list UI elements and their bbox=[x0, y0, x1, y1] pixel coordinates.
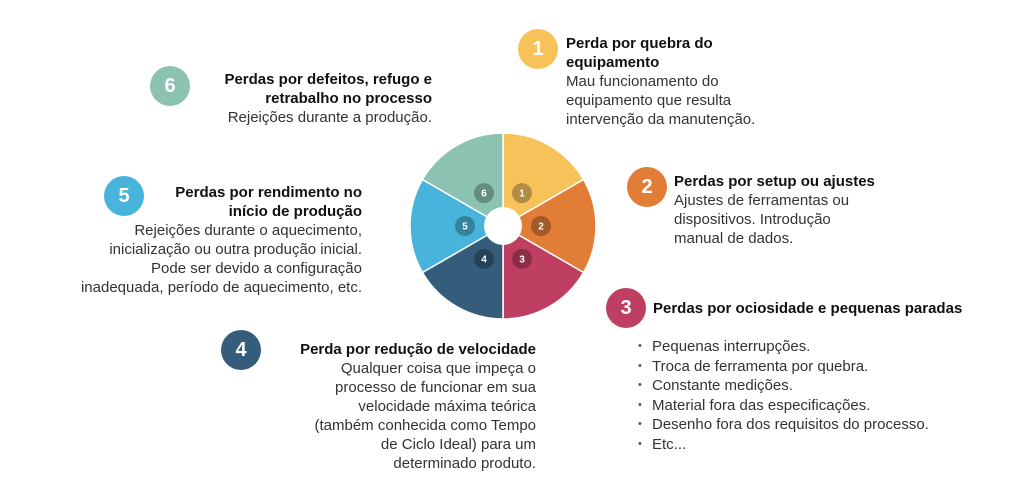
badge-3-number: 3 bbox=[620, 296, 632, 319]
item-3-title: Perdas por ociosidade e pequenas paradas bbox=[653, 300, 963, 317]
badge-1-number: 1 bbox=[532, 37, 544, 60]
item-1-title-line1: Perda por quebra do bbox=[566, 35, 713, 52]
badge-2: 2 bbox=[627, 167, 667, 207]
badge-4: 4 bbox=[221, 330, 261, 370]
item-6-title-line1: Perdas por defeitos, refugo e bbox=[224, 71, 432, 88]
item-1-title-line2: equipamento bbox=[566, 54, 660, 71]
item-3-bullet-list: Pequenas interrupções. Troca de ferramen… bbox=[636, 337, 1006, 454]
wheel-segment-3 bbox=[502, 224, 585, 320]
wheel-segment-6 bbox=[421, 132, 504, 228]
item-3-bullet-5: Desenho fora dos requisitos do processo. bbox=[636, 415, 1006, 435]
badge-5: 5 bbox=[104, 176, 144, 216]
item-6-desc-line1: Rejeições durante a produção. bbox=[227, 109, 432, 126]
item-4-desc-line2: processo de funcionar em sua bbox=[335, 379, 536, 396]
wheel-center-hole bbox=[484, 207, 522, 245]
item-2-title: Perdas por setup ou ajustes bbox=[674, 173, 875, 190]
badge-6: 6 bbox=[150, 66, 190, 106]
item-5-block: Perdas por rendimento no início de produ… bbox=[10, 183, 362, 297]
item-5-desc-line4: inadequada, período de aquecimento, etc. bbox=[80, 279, 362, 296]
wheel-segment-1 bbox=[502, 132, 585, 228]
badge-5-number: 5 bbox=[118, 184, 130, 207]
item-3-bullet-4: Material fora das especificações. bbox=[636, 396, 1006, 416]
wheel-segment-4 bbox=[421, 224, 504, 320]
badge-1: 1 bbox=[518, 29, 558, 69]
item-2-desc-line1: Ajustes de ferramentas ou bbox=[674, 192, 850, 209]
badge-2-number: 2 bbox=[641, 175, 653, 198]
item-5-desc-line1: Rejeições durante o aquecimento, bbox=[134, 222, 362, 239]
item-2-desc-line2: dispositivos. Introdução bbox=[674, 211, 831, 228]
wheel-label-4: 4 bbox=[481, 254, 487, 265]
item-1-desc-line2: equipamento que resulta bbox=[566, 92, 732, 109]
wheel-segment-2 bbox=[501, 178, 597, 274]
item-4-block: Perda por redução de velocidade Qualquer… bbox=[236, 340, 536, 473]
loss-wheel: 1 2 3 4 5 6 bbox=[409, 132, 597, 320]
item-3-block: Perdas por ociosidade e pequenas paradas bbox=[653, 299, 1013, 318]
wheel-label-1: 1 bbox=[519, 189, 525, 200]
wheel-segment-5 bbox=[409, 178, 505, 274]
item-1-desc-line3: intervenção da manutenção. bbox=[566, 111, 756, 128]
wheel-label-5: 5 bbox=[462, 222, 468, 233]
item-5-desc-line2: inicialização ou outra produção inicial. bbox=[109, 241, 362, 258]
item-3-bullet-1: Pequenas interrupções. bbox=[636, 337, 1006, 357]
wheel-label-dot-5 bbox=[455, 216, 475, 236]
item-3-bullet-6: Etc... bbox=[636, 435, 1006, 455]
item-5-desc-line3: Pode ser devido a configuração bbox=[151, 260, 362, 277]
item-5-title-line2: início de produção bbox=[228, 203, 362, 220]
badge-3: 3 bbox=[606, 288, 646, 328]
item-4-desc-line5: de Ciclo Ideal) para um bbox=[380, 436, 536, 453]
item-4-desc-line6: determinado produto. bbox=[393, 455, 536, 472]
wheel-label-2: 2 bbox=[538, 222, 544, 233]
wheel-label-3: 3 bbox=[519, 254, 525, 265]
item-6-block: Perdas por defeitos, refugo e retrabalho… bbox=[162, 70, 432, 127]
wheel-label-dot-1 bbox=[512, 183, 532, 204]
item-4-desc-line3: velocidade máxima teórica bbox=[358, 398, 536, 415]
wheel-label-dot-3 bbox=[512, 248, 532, 269]
item-4-desc-line1: Qualquer coisa que impeça o bbox=[340, 360, 536, 377]
wheel-label-dot-2 bbox=[531, 216, 551, 236]
badge-6-number: 6 bbox=[164, 74, 176, 97]
item-5-title-line1: Perdas por rendimento no bbox=[175, 184, 362, 201]
item-6-title-line2: retrabalho no processo bbox=[265, 90, 432, 107]
item-3-bullet-3: Constante medições. bbox=[636, 376, 1006, 396]
wheel-label-dot-6 bbox=[474, 183, 494, 204]
badge-4-number: 4 bbox=[235, 338, 247, 361]
item-2-desc-line3: manual de dados. bbox=[674, 230, 794, 247]
item-1-block: Perda por quebra do equipamento Mau func… bbox=[566, 34, 826, 129]
wheel-label-dot-4 bbox=[474, 248, 494, 269]
item-4-title: Perda por redução de velocidade bbox=[300, 341, 536, 358]
item-4-desc-line4: (também conhecida como Tempo bbox=[314, 417, 537, 434]
item-2-block: Perdas por setup ou ajustes Ajustes de f… bbox=[674, 172, 934, 248]
wheel-label-6: 6 bbox=[481, 189, 487, 200]
item-1-desc-line1: Mau funcionamento do bbox=[566, 73, 719, 90]
item-3-bullet-2: Troca de ferramenta por quebra. bbox=[636, 357, 1006, 377]
